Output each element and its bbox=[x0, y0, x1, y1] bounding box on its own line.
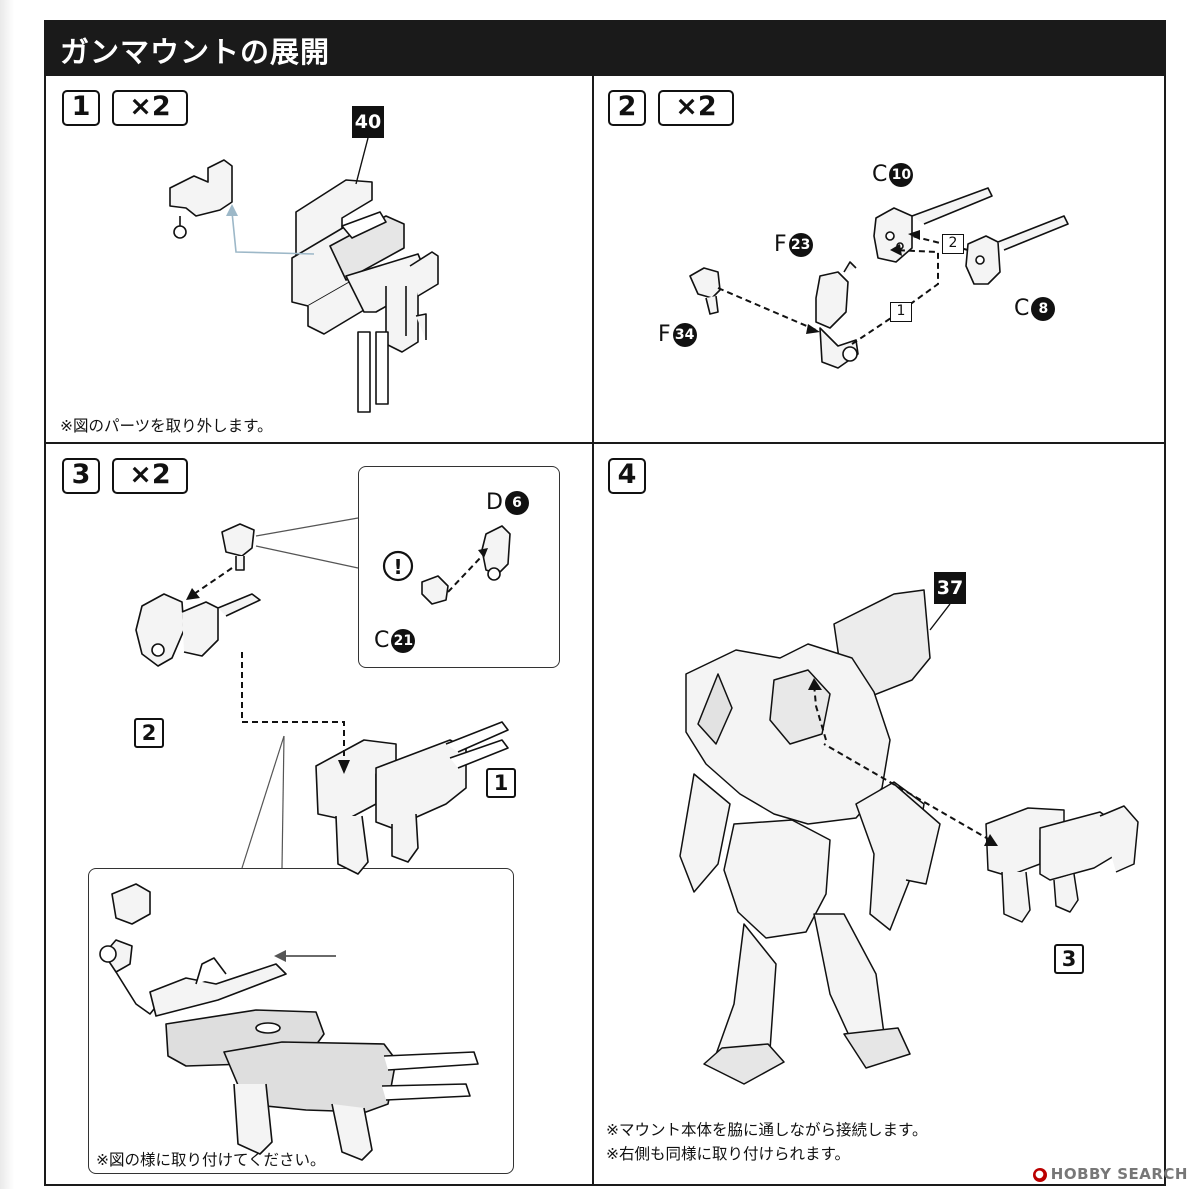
step-4-illustration bbox=[679, 589, 1139, 1085]
hobby-search-logo-icon: ● bbox=[1032, 1167, 1047, 1182]
step-1-panel: 1 ×2 40 bbox=[46, 76, 592, 442]
page-edge-shadow bbox=[0, 0, 14, 1189]
part-number-37: 37 bbox=[934, 572, 966, 604]
callout-c10-letter: C bbox=[872, 162, 888, 187]
watermark: ●HOBBY SEARCH bbox=[1032, 1165, 1188, 1183]
callout-f34-letter: F bbox=[658, 322, 671, 347]
callout-d6-letter: D bbox=[486, 490, 503, 515]
part-number-40: 40 bbox=[352, 106, 384, 138]
step-3-quantity: ×2 bbox=[112, 458, 188, 494]
grid-divider-vertical bbox=[592, 76, 594, 1184]
callout-f34-number: 34 bbox=[672, 323, 697, 347]
ref-box-3: 3 bbox=[1054, 944, 1084, 974]
caution-mark: ! bbox=[393, 555, 402, 579]
section-title: ガンマウントの展開 bbox=[60, 35, 331, 69]
callout-c10-number: 10 bbox=[889, 163, 914, 187]
step-4-number: 4 bbox=[608, 458, 646, 494]
step-4-panel: 4 37 bbox=[594, 444, 1164, 1184]
step-4-note-2: ※右側も同様に取り付けられます。 bbox=[606, 1145, 850, 1163]
callout-c21-letter: C bbox=[374, 628, 390, 653]
watermark-text: HOBBY SEARCH bbox=[1050, 1165, 1188, 1183]
callout-c8-number: 8 bbox=[1031, 297, 1056, 321]
ref-box-2: 2 bbox=[134, 718, 164, 748]
callout-d6-number: 6 bbox=[504, 491, 529, 515]
step-2-quantity: ×2 bbox=[658, 90, 734, 126]
step-1-illustration bbox=[169, 137, 439, 413]
step-1-number: 1 bbox=[62, 90, 100, 126]
callout-f23-letter: F bbox=[774, 232, 787, 257]
step-1-quantity: ×2 bbox=[112, 90, 188, 126]
step-3-note: ※図の様に取り付けてください。 bbox=[96, 1151, 326, 1169]
callout-c21-number: 21 bbox=[391, 629, 416, 653]
step-4-note-1: ※マウント本体を脇に通しながら接続します。 bbox=[606, 1121, 928, 1139]
step-2-number: 2 bbox=[608, 90, 646, 126]
section-title-bar: ガンマウントの展開 bbox=[44, 20, 1166, 74]
substep-ref-1: 1 bbox=[890, 302, 912, 322]
substep-ref-2: 2 bbox=[942, 234, 964, 254]
step-1-note: ※図のパーツを取り外します。 bbox=[60, 417, 273, 435]
step-3-illustration: ! bbox=[99, 517, 511, 1161]
ref-box-1: 1 bbox=[486, 768, 516, 798]
step-3-number: 3 bbox=[62, 458, 100, 494]
steps-grid: 1 ×2 40 bbox=[44, 74, 1166, 1186]
grid-divider-horizontal bbox=[46, 442, 1164, 444]
step-2-illustration bbox=[689, 187, 1069, 369]
callout-f23-number: 23 bbox=[788, 233, 813, 257]
callout-c8-letter: C bbox=[1014, 296, 1030, 321]
